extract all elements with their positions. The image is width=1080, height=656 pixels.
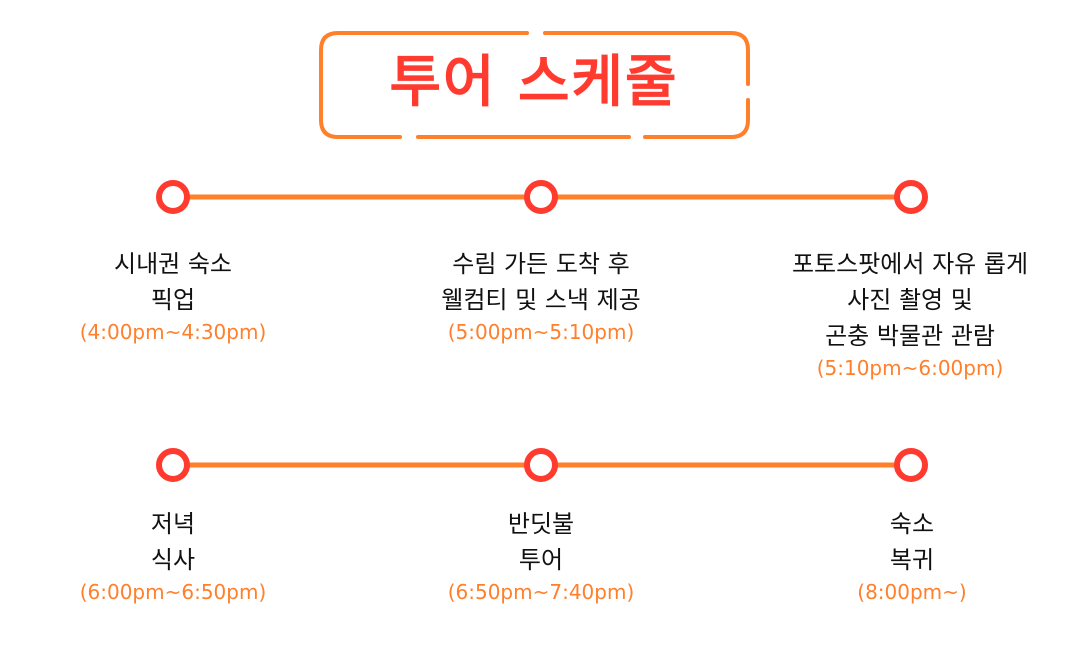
timeline-marker [156,448,190,482]
schedule-text: 반딧불 투어 [507,510,575,574]
schedule-item: 반딧불 투어 (6:50pm~7:40pm) [371,506,711,606]
schedule-item: 포토스팟에서 자유 롭게 사진 촬영 및 곤충 박물관 관람 (5:10pm~6… [740,246,1080,382]
schedule-text: 수림 가든 도착 후 웰컴티 및 스낵 제공 [441,250,641,314]
timeline-marker [156,180,190,214]
schedule-time: (5:10pm~6:00pm) [816,356,1004,380]
schedule-item: 숙소 복귀 (8:00pm~) [742,506,1080,606]
schedule-text: 포토스팟에서 자유 롭게 사진 촬영 및 곤충 박물관 관람 [791,250,1029,350]
page-title: 투어 스케줄 [389,50,679,115]
schedule-time: (4:00pm~4:30pm) [79,320,267,344]
schedule-item: 수림 가든 도착 후 웰컴티 및 스낵 제공 (5:00pm~5:10pm) [371,246,711,346]
schedule-time: (5:00pm~5:10pm) [447,320,635,344]
title-frame [319,31,750,139]
schedule-text: 숙소 복귀 [889,510,935,574]
timeline-marker [524,180,558,214]
timeline-marker [894,180,928,214]
schedule-time: (8:00pm~) [857,580,967,604]
schedule-text: 저녁 식사 [150,510,196,574]
schedule-time: (6:00pm~6:50pm) [79,580,267,604]
schedule-text: 시내권 숙소 픽업 [113,250,233,314]
timeline-marker [894,448,928,482]
schedule-time: (6:50pm~7:40pm) [447,580,635,604]
schedule-item: 저녁 식사 (6:00pm~6:50pm) [3,506,343,606]
timeline-marker [524,448,558,482]
schedule-item: 시내권 숙소 픽업 (4:00pm~4:30pm) [3,246,343,346]
